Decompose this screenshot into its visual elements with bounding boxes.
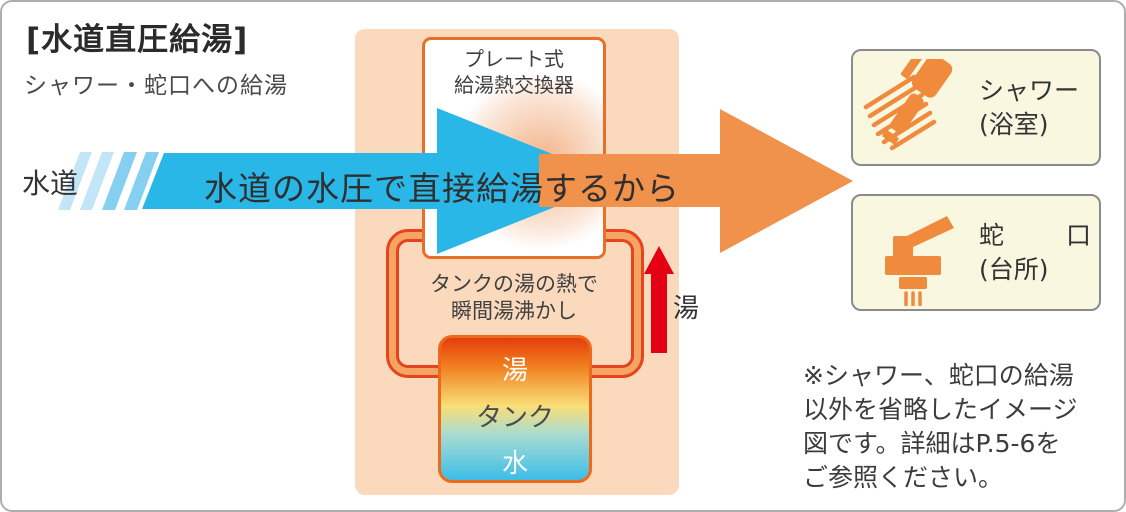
tank-caption: タンクの湯の熱で 瞬間湯沸かし bbox=[397, 271, 631, 325]
shower-icon bbox=[863, 59, 953, 151]
page-subtitle: シャワー・蛇口への給湯 bbox=[24, 73, 288, 99]
hot-water-tank bbox=[438, 335, 592, 483]
footnote: ※シャワー、蛇口の給湯 以外を省略したイメージ 図です。詳細はP.5-6を ご参… bbox=[803, 359, 1078, 495]
tank-caption-line2: 瞬間湯沸かし bbox=[451, 299, 577, 323]
output-box-faucet: 蛇口 (台所) bbox=[851, 194, 1101, 311]
tank-name-label: タンク bbox=[475, 403, 554, 433]
tank-cold-label: 水 bbox=[501, 449, 528, 479]
faucet-body bbox=[885, 256, 941, 275]
shower-head bbox=[911, 59, 953, 98]
faucet-joint bbox=[893, 236, 913, 258]
faucet-label: 蛇口 bbox=[979, 220, 1091, 250]
shower-label: シャワー bbox=[979, 75, 1080, 105]
footnote-line2: 以外を省略したイメージ bbox=[803, 395, 1078, 424]
heat-exchanger-label-line1: プレート式 bbox=[464, 47, 564, 71]
heat-exchanger-label-line2: 給湯熱交換器 bbox=[454, 73, 574, 97]
heat-exchanger-label: プレート式 給湯熱交換器 bbox=[422, 46, 606, 98]
footnote-line1: ※シャワー、蛇口の給湯 bbox=[803, 361, 1074, 390]
hot-arrow-label: 湯 bbox=[673, 294, 700, 324]
faucet-location: (台所) bbox=[979, 254, 1049, 284]
shower-plate bbox=[900, 59, 926, 79]
page-title: [水道直圧給湯] bbox=[26, 22, 249, 58]
faucet-icon bbox=[885, 216, 954, 306]
faucet-drip-lines bbox=[904, 291, 922, 306]
water-stripe bbox=[124, 152, 159, 210]
faucet-text: 蛇口 (台所) bbox=[979, 219, 1091, 287]
footnote-line4: ご参照ください。 bbox=[803, 463, 1004, 492]
shower-text: シャワー (浴室) bbox=[979, 74, 1091, 142]
tank-caption-line1: タンクの湯の熱で bbox=[430, 272, 598, 296]
shower-spray-lines bbox=[863, 74, 937, 151]
tank-hot-label: 湯 bbox=[501, 356, 528, 386]
water-stripe bbox=[80, 152, 114, 210]
water-stripe bbox=[102, 152, 137, 210]
footnote-line3: 図です。詳細はP.5-6を bbox=[803, 429, 1061, 458]
water-source-label: 水道 bbox=[22, 167, 79, 200]
output-box-shower: シャワー (浴室) bbox=[851, 49, 1101, 166]
faucet-spout bbox=[899, 277, 927, 289]
main-arrow-text: 水道の水圧で直接給湯するから bbox=[204, 169, 680, 208]
shower-location: (浴室) bbox=[979, 109, 1049, 139]
